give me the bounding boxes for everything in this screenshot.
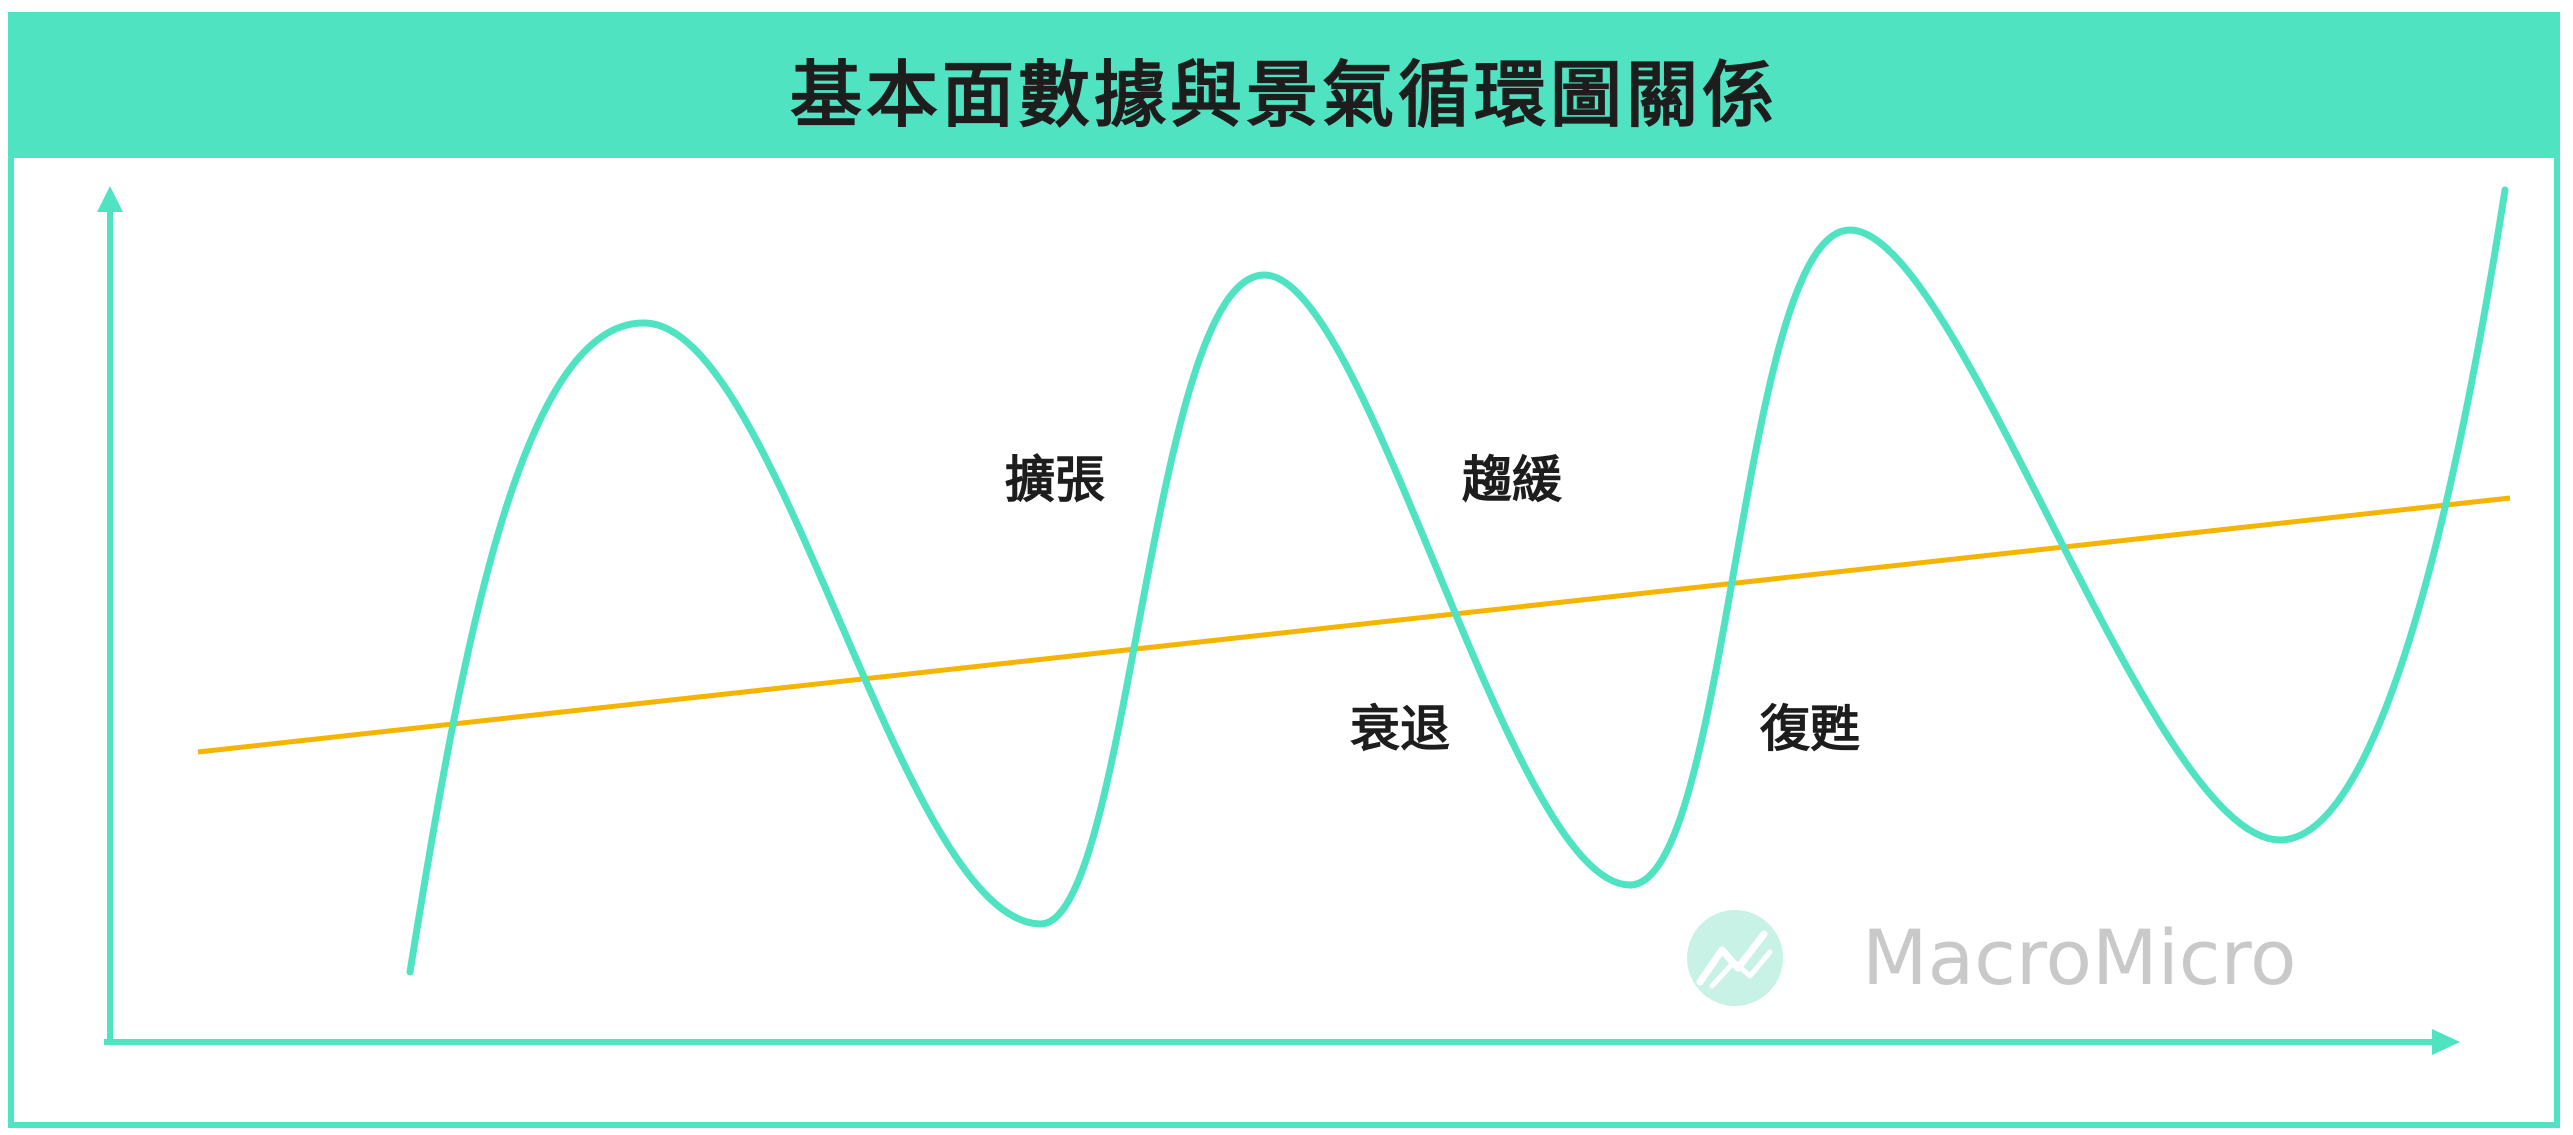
phase-label-expansion: 擴張 <box>1005 451 1105 509</box>
phase-label-slowdown: 趨緩 <box>1462 451 1563 509</box>
phase-label-recovery: 復甦 <box>1759 700 1860 758</box>
diagram-title: 基本面數據與景氣循環圖關係 <box>789 52 1778 137</box>
trend-line <box>197 495 2511 755</box>
business-cycle-wave <box>406 186 2509 976</box>
watermark-brand: MacroMicro <box>1862 913 2297 1002</box>
y-axis-arrowhead <box>97 186 123 212</box>
macromicro-chart-logo-icon <box>1687 910 1783 1006</box>
title-bar: 基本面數據與景氣循環圖關係 <box>14 18 2554 158</box>
phase-label-recession: 衰退 <box>1350 700 1450 758</box>
x-axis-arrowhead <box>2432 1029 2460 1055</box>
diagram-frame: 基本面數據與景氣循環圖關係 <box>8 12 2560 1128</box>
